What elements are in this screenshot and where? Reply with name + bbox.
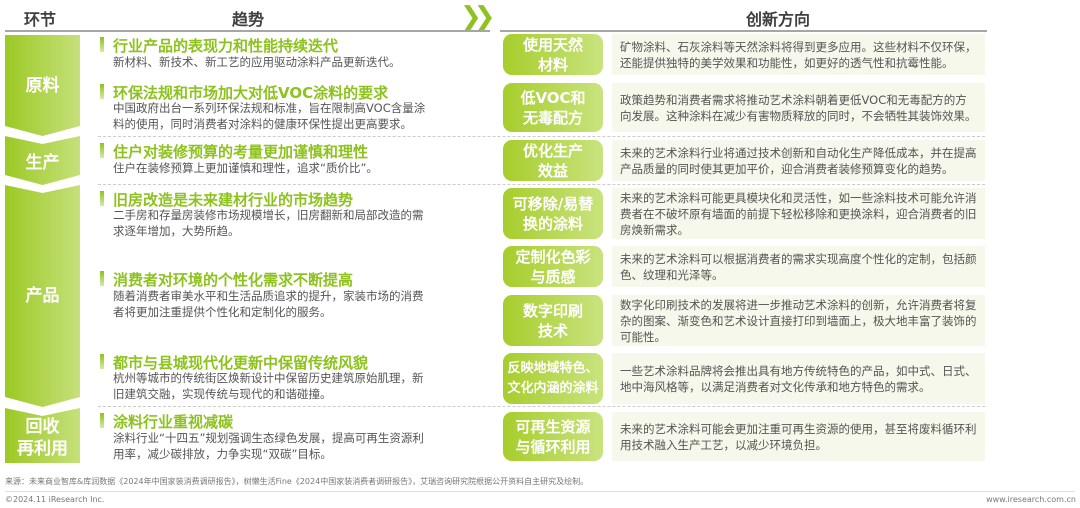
trend-title: 消费者对环境的个性化需求不断提高 [113, 271, 354, 289]
bullet-bar [100, 191, 104, 206]
trend-desc: 新材料、新技术、新工艺的应用驱动涂料产品更新迭代。 [113, 55, 401, 69]
bullet-bar [100, 271, 104, 286]
trend-title: 行业产品的表现力和性能持续迭代 [113, 37, 339, 55]
innovation-desc: 未来的艺术涂料可能更具模块化和灵活性，如一些涂料技术可能允许消费者在不破坏原有墙… [612, 188, 985, 239]
trend-title: 旧房改造是未来建材行业的市场趋势 [113, 191, 354, 209]
trend-desc: 杭州等城市的传统街区焕新设计中保留历史建筑原始肌理，新旧建筑交融，实现传统与现代… [113, 371, 424, 401]
bullet-bar [100, 37, 104, 52]
trend-desc: 随着消费者审美水平和生活品质追求的提升，家装市场的消费者将更加注重提供个性化和定… [113, 289, 424, 319]
bullet-bar [100, 354, 104, 369]
header-trend: 趋势 [232, 10, 265, 29]
header-innovation: 创新方向 [746, 10, 811, 29]
copyright: ©2024.11 iResearch Inc. [5, 495, 105, 504]
trend-title: 住户对装修预算的考量更加谨慎和理性 [113, 143, 369, 161]
double-chevron-icon: ❯❯ [460, 2, 495, 32]
innovation-label: 反映地域特色、文化内涵的涂料 [503, 353, 603, 404]
trend-title: 涂料行业重视减碳 [113, 413, 234, 431]
trend-title: 环保法规和市场加大对低VOC涂料的要求 [113, 84, 389, 102]
stage-raw-material: 原料 [5, 35, 80, 136]
innovation-desc: 一些艺术涂料品牌将会推出具有地方传统特色的产品，如中式、日式、地中海风格等，以满… [612, 353, 985, 404]
innovation-label: 使用天然材料 [503, 34, 603, 75]
bullet-bar [100, 84, 104, 99]
divider [98, 406, 985, 407]
divider [98, 136, 985, 137]
trend-desc: 中国政府出台一系列环保法规和标准，旨在限制高VOC含量涂料的使用，同时消费者对涂… [113, 101, 426, 131]
header-divider [5, 30, 490, 32]
footer-divider [5, 491, 1075, 492]
source-note: 来源：未来商业智库&库润数据《2024年中国家装消费调研报告》，树懒生活Fine… [5, 477, 589, 486]
stage-product: 产品 [5, 185, 80, 407]
innovation-desc: 数字化印刷技术的发展将进一步推动艺术涂料的创新，允许消费者将复杂的图案、渐变色和… [612, 295, 985, 346]
innovation-desc: 未来的艺术涂料可能会更加注重可再生资源的使用，甚至将废料循环利用技术融入生产工艺… [612, 412, 985, 461]
innovation-desc: 矿物涂料、石灰涂料等天然涂料将得到更多应用。这些材料不仅环保，还能提供独特的美学… [612, 34, 985, 75]
innovation-label: 定制化色彩与质感 [503, 246, 603, 287]
innovation-label: 可再生资源与循环利用 [503, 412, 603, 461]
innovation-desc: 未来的艺术涂料可以根据消费者的需求实现高度个性化的定制，包括颜色、纹理和光泽等。 [612, 246, 985, 287]
innovation-label: 优化生产效益 [503, 140, 603, 181]
innovation-desc: 未来的艺术涂料行业将通过技术创新和自动化生产降低成本，并在提高产品质量的同时使其… [612, 140, 985, 181]
trend-desc: 住户在装修预算上更加谨慎和理性，追求“质价比”。 [113, 161, 378, 175]
website-link[interactable]: www.iresearch.com.cn [986, 495, 1076, 504]
bullet-bar [100, 143, 104, 158]
header-stage: 环节 [24, 10, 57, 29]
innovation-label: 低VOC和无毒配方 [503, 83, 603, 132]
trend-desc: 二手房和存量房装修市场规模增长，旧房翻新和局部改造的需求逐年增加，大势所趋。 [113, 208, 424, 238]
trend-desc: 涂料行业“十四五”规划强调生态绿色发展，提高可再生资源利用率，减少碳排放，力争实… [113, 431, 424, 461]
innovation-label: 可移除/易替换的涂料 [503, 188, 603, 239]
innovation-label: 数字印刷技术 [503, 295, 603, 346]
divider [98, 184, 985, 185]
stage-production: 生产 [5, 136, 80, 185]
stage-recycling: 回收 再利用 [5, 408, 80, 463]
trend-title: 都市与县城现代化更新中保留传统风貌 [113, 354, 369, 372]
innovation-desc: 政策趋势和消费者需求将推动艺术涂料朝着更低VOC和无毒配方的方向发展。这种涂料在… [612, 83, 985, 132]
bullet-bar [100, 413, 104, 428]
header-divider [500, 30, 987, 32]
